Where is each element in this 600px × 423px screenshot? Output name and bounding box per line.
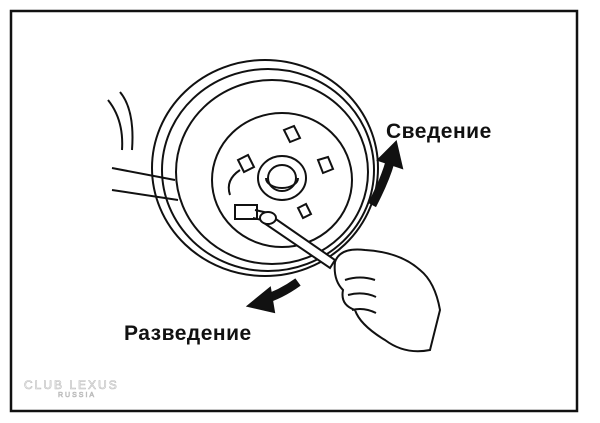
toe-in-arrow-icon — [368, 140, 404, 208]
frame-border — [9, 9, 579, 413]
wrench — [259, 211, 337, 270]
wheel-studs — [236, 124, 335, 220]
toe-out-arrow-icon — [245, 278, 301, 314]
brake-disc — [151, 59, 379, 277]
suspension-arm — [107, 91, 179, 201]
wheel-hub — [257, 155, 307, 201]
watermark-line1: CLUB LEXUS — [24, 378, 119, 393]
toe-out-label: Разведение — [124, 322, 252, 345]
watermark-line2: RUSSIA — [58, 392, 97, 400]
toe-in-label: Сведение — [386, 120, 492, 143]
hand — [333, 248, 442, 353]
